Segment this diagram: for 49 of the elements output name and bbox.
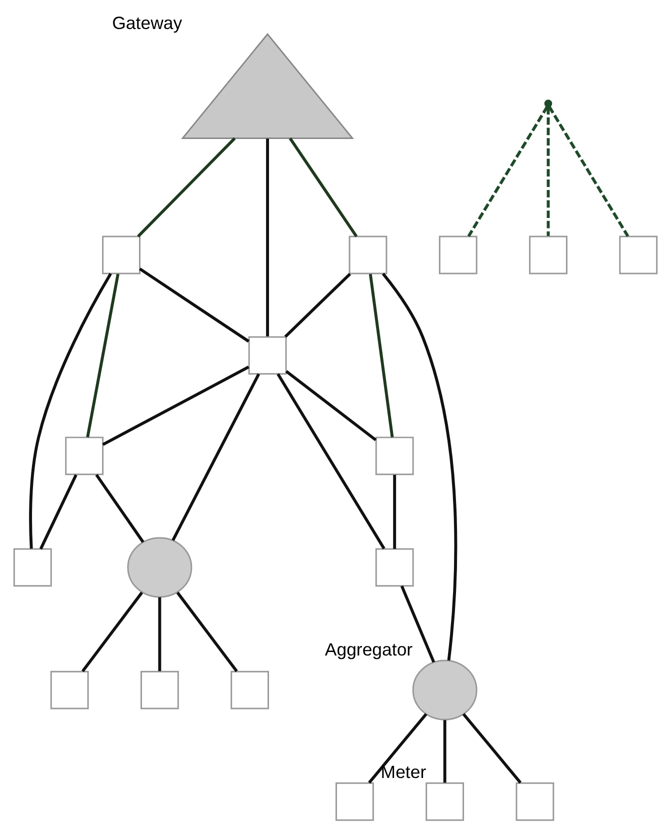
node-box [375,436,414,476]
connector [546,107,550,236]
node-box [348,236,388,274]
node-box [230,670,270,710]
node-box [529,236,568,274]
connector [462,713,522,784]
node-box [375,548,414,587]
node-box [50,670,89,710]
node-box [140,670,179,710]
connector [158,597,162,672]
node-box [619,236,658,274]
node-box [426,782,464,821]
connector [284,272,352,338]
node-label: Aggregator [324,640,413,660]
connector [81,592,144,672]
node-box [438,236,478,274]
node-box [65,436,104,476]
node-box [516,782,554,821]
connector [400,586,436,663]
connector [39,474,78,550]
connector [368,713,428,784]
node-circle [127,537,192,598]
node-point [544,100,552,108]
connector [95,474,144,543]
node-triangle [181,32,354,139]
connector [172,373,260,541]
connector [382,272,458,661]
connector [368,274,394,438]
connector [176,592,238,672]
connector [467,106,548,238]
node-box [336,782,374,821]
node-box [13,548,52,587]
node-label: Gateway [112,13,182,34]
connector [266,138,270,336]
node-box [102,236,140,274]
connector [393,474,396,549]
node-circle [412,660,478,720]
connector [443,720,446,783]
connector [285,370,377,442]
connector [102,366,250,446]
connector [276,373,386,550]
connector [548,106,630,238]
connector [86,274,120,438]
connector [138,268,250,343]
node-label: Meter [380,762,426,782]
node-box [248,336,287,375]
connector [288,138,358,238]
connector [137,137,236,238]
connector [29,272,112,549]
